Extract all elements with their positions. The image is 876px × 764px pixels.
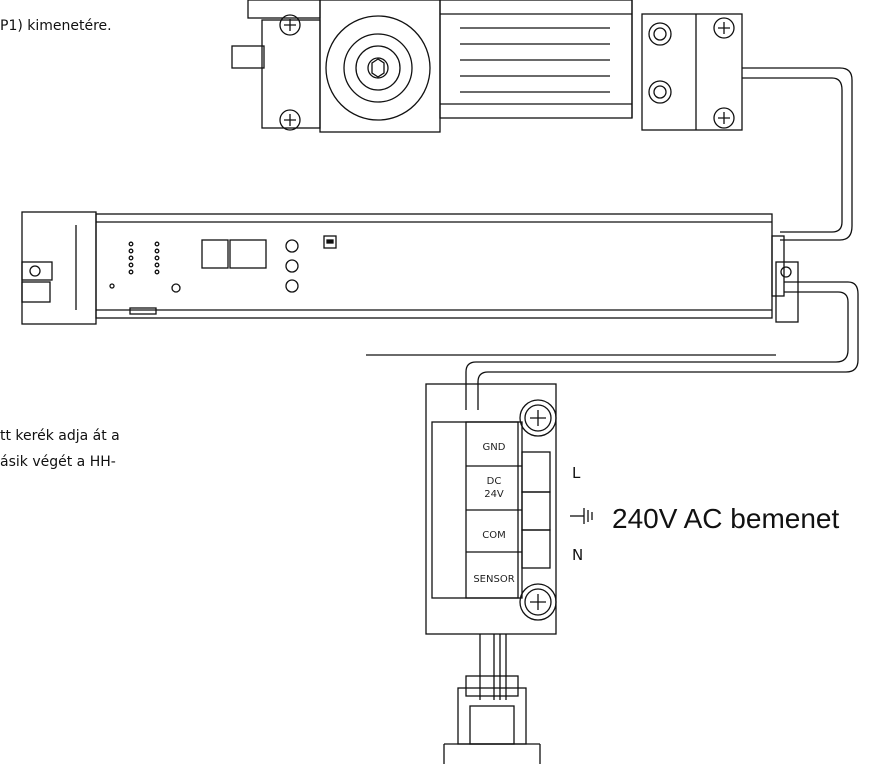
screw-icon: [713, 17, 735, 39]
motor-cable: [742, 67, 853, 241]
screw-icon: [780, 266, 792, 278]
ground-symbol: [570, 508, 593, 524]
display-window: [229, 239, 267, 269]
terminal-screw-top: [519, 399, 557, 437]
terminal-screw-bottom: [519, 583, 557, 621]
ac-label-line: L: [572, 464, 581, 482]
controller-unit: [21, 211, 799, 325]
ac-input-label: 240V AC bemenet: [612, 503, 839, 534]
terminal-block: [425, 383, 557, 635]
screw-icon: [279, 14, 301, 36]
terminal-label-com: COM: [482, 530, 505, 541]
text-fragment-mid-1: tt kerék adja át a: [0, 428, 120, 444]
ac-label-neutral: N: [572, 546, 583, 564]
dip-switch: [323, 235, 337, 249]
terminal-label-gnd: GND: [483, 442, 506, 453]
control-button: [285, 259, 299, 273]
screw-icon: [29, 265, 41, 277]
motor-unit: [231, 0, 743, 133]
gear-wheel: [325, 15, 431, 121]
display-window: [201, 239, 229, 269]
screw-icon: [279, 109, 301, 131]
led-indicators: [128, 241, 160, 275]
power-cable: [477, 281, 859, 410]
control-button: [285, 239, 299, 253]
terminal-label-sensor: SENSOR: [473, 574, 514, 585]
terminal-label-24v: 24V: [484, 489, 504, 500]
control-button: [285, 279, 299, 293]
screw-icon: [713, 107, 735, 129]
text-fragment-top: P1) kimenetére.: [0, 18, 112, 34]
text-fragment-mid-2: ásik végét a HH-: [0, 454, 116, 470]
terminal-label-dc: DC: [487, 476, 502, 487]
